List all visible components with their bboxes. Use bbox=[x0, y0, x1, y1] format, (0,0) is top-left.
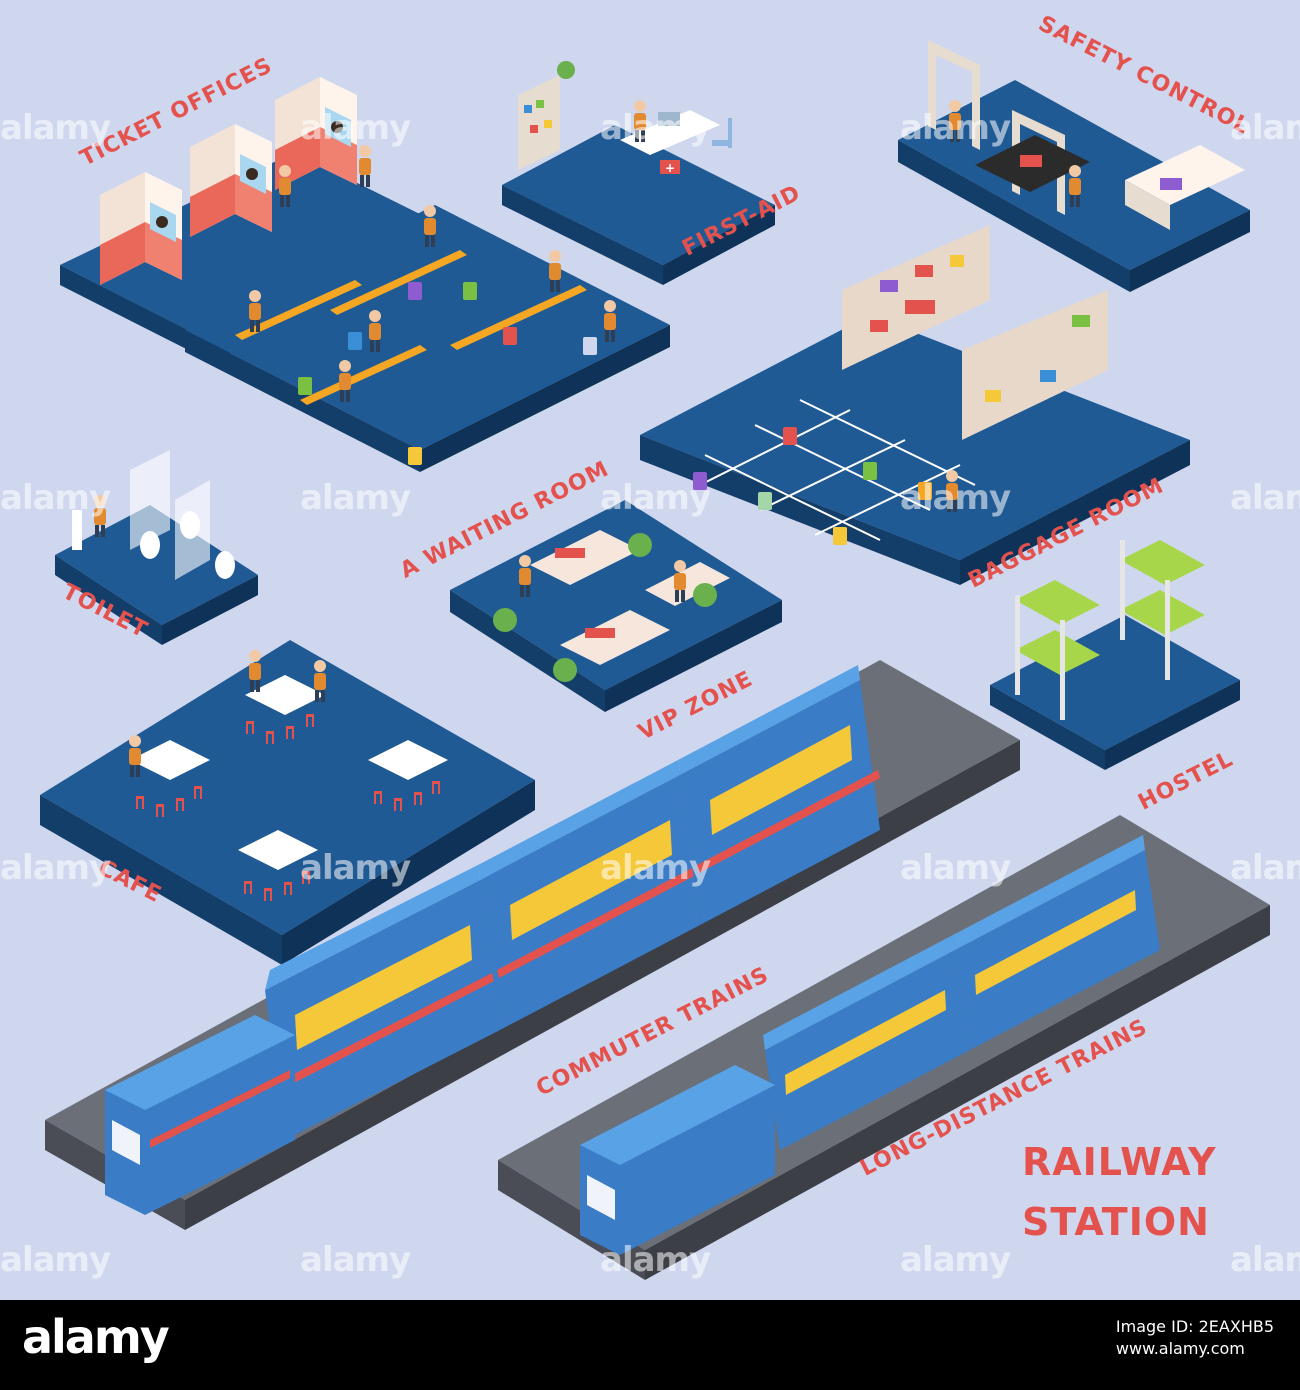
potted-plant bbox=[553, 658, 577, 682]
toilet-bowl bbox=[140, 531, 160, 559]
watermark: alamy bbox=[600, 1240, 711, 1280]
watermark: alamy bbox=[1230, 478, 1300, 518]
watermark: alamy bbox=[900, 478, 1011, 518]
ticket-booth bbox=[190, 124, 272, 237]
vip-zone-platform bbox=[450, 500, 782, 712]
potted-plant bbox=[693, 583, 717, 607]
svg-text:+: + bbox=[665, 161, 675, 175]
watermark: alamy bbox=[300, 1240, 411, 1280]
watermark: alamy bbox=[600, 108, 711, 148]
watermark: alamy bbox=[900, 848, 1011, 888]
long-distance-train-platform bbox=[498, 815, 1270, 1280]
toilet-bowl bbox=[215, 551, 235, 579]
medicine-shelf bbox=[518, 75, 560, 170]
watermark: alamy bbox=[600, 478, 711, 518]
stock-footer-bar: alamy Image ID: 2EAXHB5 www.alamy.com bbox=[0, 1300, 1300, 1390]
isometric-illustration: + bbox=[40, 40, 1270, 1280]
watermark: alamy bbox=[300, 108, 411, 148]
luggage bbox=[783, 427, 797, 445]
luggage bbox=[408, 282, 422, 300]
luggage bbox=[408, 447, 422, 465]
watermark: alamy bbox=[0, 108, 111, 148]
bench bbox=[235, 280, 362, 340]
metal-detector-gate bbox=[928, 40, 980, 150]
watermark: alamy bbox=[900, 108, 1011, 148]
sofa bbox=[645, 562, 730, 606]
floor-grid bbox=[699, 399, 976, 541]
watermark: alamy bbox=[1230, 848, 1300, 888]
watermark: alamy bbox=[300, 478, 411, 518]
potted-plant bbox=[628, 533, 652, 557]
luggage bbox=[833, 527, 847, 545]
watermark: alamy bbox=[900, 1240, 1011, 1280]
bench bbox=[330, 250, 467, 315]
luggage bbox=[503, 327, 517, 345]
cafe-platform bbox=[40, 640, 535, 965]
waiting-room-platform bbox=[185, 205, 670, 472]
sink bbox=[72, 510, 82, 550]
railway-station-infographic: + bbox=[0, 11, 1300, 1280]
hostel-platform bbox=[990, 540, 1240, 770]
watermark: alamy bbox=[300, 848, 411, 888]
first-aid-platform: + bbox=[502, 61, 775, 285]
watermark: alamy bbox=[0, 478, 111, 518]
cafe-table bbox=[130, 740, 210, 817]
commuter-train-platform bbox=[45, 660, 1020, 1230]
bench bbox=[450, 285, 587, 350]
toilet-partition bbox=[130, 450, 170, 550]
commuter-train bbox=[105, 665, 880, 1215]
baggage-shelf bbox=[962, 290, 1108, 440]
toilet-platform bbox=[55, 450, 258, 645]
watermark: alamy bbox=[0, 848, 111, 888]
watermark: alamy bbox=[600, 848, 711, 888]
passenger-figure bbox=[359, 145, 371, 187]
title-line-1: RAILWAY bbox=[1022, 1140, 1217, 1184]
toilet-bowl bbox=[180, 511, 200, 539]
bunk-bed bbox=[1015, 580, 1100, 720]
bench bbox=[300, 345, 427, 405]
footer-info: Image ID: 2EAXHB5 www.alamy.com bbox=[1116, 1316, 1274, 1360]
cafe-table bbox=[245, 675, 325, 744]
image-id: Image ID: 2EAXHB5 bbox=[1115, 1317, 1274, 1336]
luggage bbox=[463, 282, 477, 300]
ticket-booth bbox=[100, 172, 182, 285]
ticket-booth bbox=[275, 77, 357, 190]
safety-control-platform bbox=[898, 40, 1250, 292]
luggage bbox=[583, 337, 597, 355]
luggage bbox=[863, 462, 877, 480]
luggage bbox=[758, 492, 772, 510]
watermark: alamy bbox=[0, 1240, 111, 1280]
luggage bbox=[298, 377, 312, 395]
train-locomotive bbox=[580, 1065, 775, 1255]
xray-scanner bbox=[1125, 145, 1245, 205]
luggage bbox=[348, 332, 362, 350]
watermark: alamy bbox=[1230, 1240, 1300, 1280]
footer-url: www.alamy.com bbox=[1115, 1339, 1245, 1358]
alamy-logo: alamy bbox=[22, 1310, 170, 1364]
watermark: alamy bbox=[1230, 108, 1300, 148]
cafe-table bbox=[238, 830, 318, 901]
metal-detector-gate bbox=[1012, 110, 1065, 215]
potted-plant bbox=[493, 608, 517, 632]
title-line-2: STATION bbox=[1022, 1200, 1210, 1244]
baggage-room-platform bbox=[640, 225, 1190, 585]
baggage-shelf bbox=[842, 225, 990, 370]
first-aid-desk bbox=[620, 110, 720, 155]
bunk-bed bbox=[1120, 540, 1205, 680]
long-distance-train bbox=[580, 835, 1160, 1255]
cafe-table bbox=[368, 740, 448, 811]
